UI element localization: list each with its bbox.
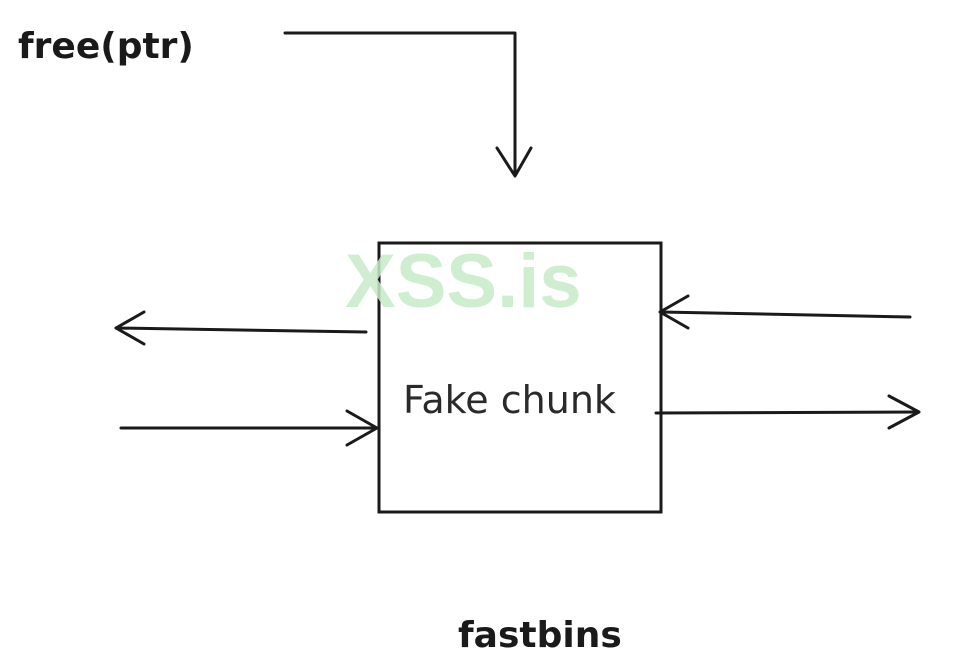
- fake-chunk-label: Fake chunk: [403, 378, 616, 422]
- fake-chunk-box: [377, 241, 663, 514]
- fastbins-label: fastbins: [458, 615, 622, 656]
- left-in-arrow: [119, 409, 379, 447]
- left-out-arrow: [114, 310, 368, 346]
- free-arrow: [283, 31, 533, 178]
- right-out-arrow: [654, 394, 921, 430]
- watermark-logo: XSS.is: [345, 239, 582, 324]
- right-in-arrow: [658, 294, 912, 330]
- free-call-label: free(ptr): [18, 26, 194, 67]
